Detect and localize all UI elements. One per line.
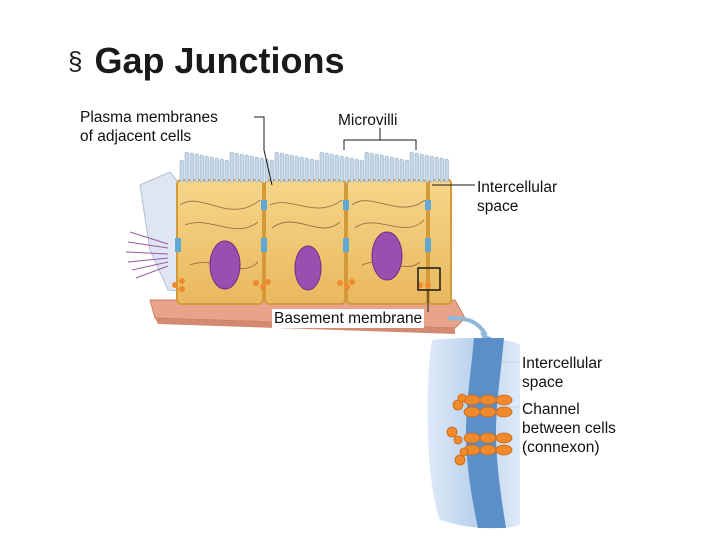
label-connexon-line3: (connexon) — [522, 439, 600, 456]
microvillus — [229, 151, 234, 183]
label-intercellular-space-inset-line1: Intercellular — [522, 355, 603, 372]
cell-junctions — [175, 200, 431, 252]
microvillus — [244, 154, 249, 183]
microvillus — [444, 158, 449, 183]
microvillus — [224, 159, 229, 183]
label-intercellular-space-inset: Intercellular space — [522, 354, 602, 392]
microvillus — [199, 154, 204, 183]
microvillus — [429, 155, 434, 183]
microvillus — [424, 154, 429, 183]
microvillus — [384, 155, 389, 183]
label-connexon-line2: between cells — [522, 420, 616, 437]
slide-title: § Gap Junctions — [68, 40, 345, 82]
microvillus — [209, 156, 214, 183]
microvillus — [439, 157, 444, 183]
microvillus — [369, 152, 374, 183]
microvillus — [419, 153, 424, 183]
microvillus — [359, 159, 364, 183]
connexon-clusters — [172, 278, 431, 292]
microvillus — [314, 159, 319, 183]
label-microvilli: Microvilli — [338, 112, 398, 129]
microvillus — [344, 156, 349, 183]
microvillus — [374, 153, 379, 183]
microvillus — [234, 152, 239, 183]
label-intercellular-space-top-line1: Intercellular — [477, 179, 558, 196]
microvillus — [289, 154, 294, 183]
inset-closeup — [427, 337, 520, 529]
microvillus — [259, 157, 264, 183]
microvillus — [274, 151, 279, 183]
microvillus — [434, 156, 439, 183]
label-basement-membrane: Basement membrane — [272, 309, 425, 328]
microvillus — [354, 158, 359, 183]
microvillus — [284, 153, 289, 183]
microvillus — [249, 155, 254, 183]
label-plasma-membranes: Plasma membranes of adjacent cells — [80, 108, 218, 146]
microvillus — [399, 158, 404, 183]
bullet-icon: § — [68, 45, 83, 76]
microvillus — [204, 155, 209, 183]
label-intercellular-space-top: Intercellular space — [477, 178, 557, 216]
microvillus — [349, 157, 354, 183]
microvillus — [404, 159, 409, 183]
microvillus — [334, 154, 339, 183]
microvillus — [184, 151, 189, 183]
microvillus — [309, 158, 314, 183]
microvillus — [294, 155, 299, 183]
label-intercellular-space-top-line2: space — [477, 198, 519, 215]
microvillus — [179, 159, 184, 183]
nuclei — [209, 231, 403, 291]
microvillus — [279, 152, 284, 183]
microvillus — [339, 155, 344, 183]
microvillus — [299, 156, 304, 183]
microvilli — [179, 151, 449, 183]
gap-junction-highlight — [417, 267, 441, 291]
microvillus — [324, 152, 329, 183]
microvillus — [189, 152, 194, 183]
microvillus — [254, 156, 259, 183]
microvillus — [379, 154, 384, 183]
microvillus — [219, 158, 224, 183]
microvillus — [389, 156, 394, 183]
zoom-arrow — [447, 316, 488, 337]
microvillus — [304, 157, 309, 183]
label-intercellular-space-inset-line2: space — [522, 374, 564, 391]
microvillus — [194, 153, 199, 183]
label-connexon-line1: Channel — [522, 401, 580, 418]
microvillus — [394, 157, 399, 183]
label-plasma-membranes-line1: Plasma membranes — [80, 109, 218, 126]
page-title: Gap Junctions — [94, 40, 345, 81]
label-plasma-membranes-line2: of adjacent cells — [80, 128, 192, 145]
microvillus — [409, 151, 414, 183]
microvillus — [364, 151, 369, 183]
microvillus — [239, 153, 244, 183]
microvillus — [329, 153, 334, 183]
microvillus — [214, 157, 219, 183]
microvillus — [319, 151, 324, 183]
label-connexon-channel: Channel between cells (connexon) — [522, 400, 616, 457]
microvillus — [414, 152, 419, 183]
